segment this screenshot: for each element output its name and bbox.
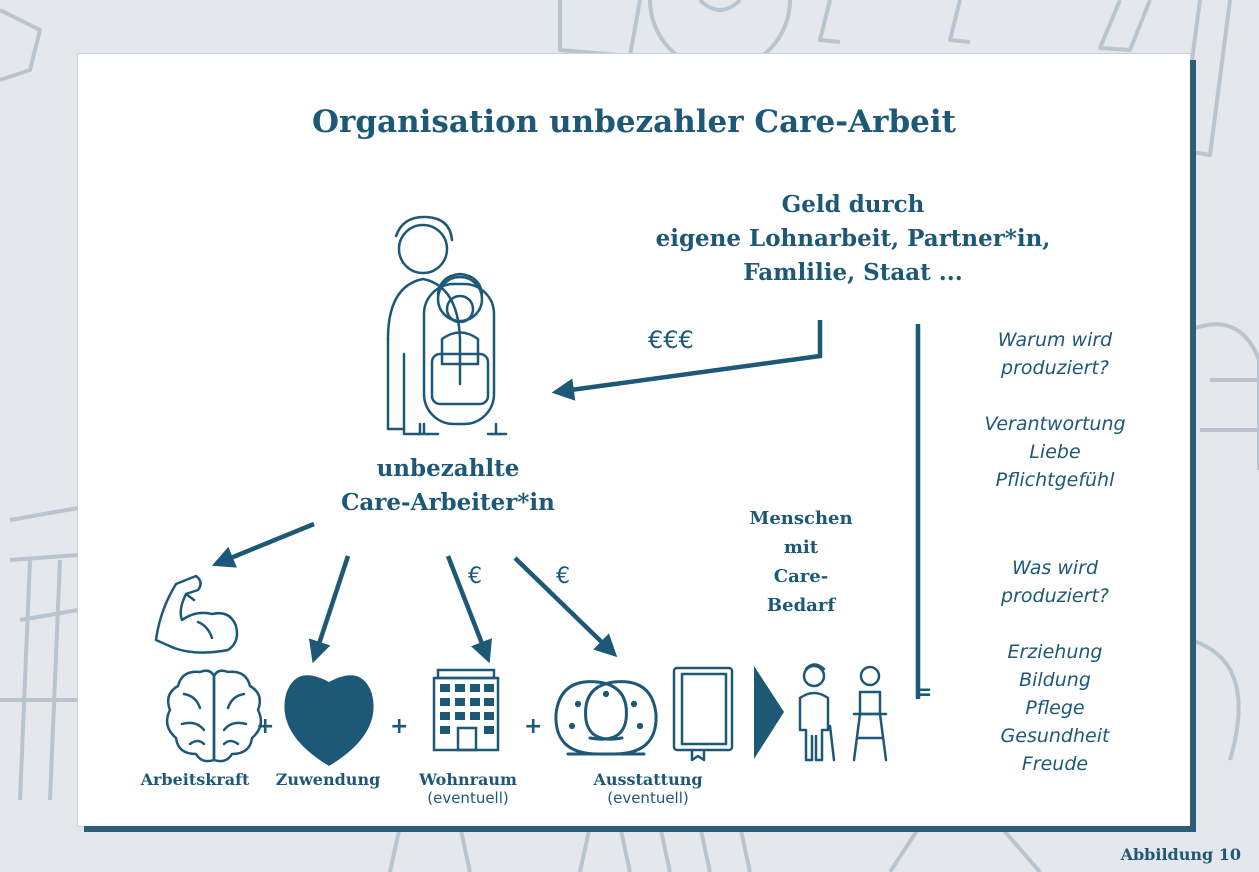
why-answer: Pflichtgefühl	[995, 469, 1115, 491]
what-question-line1: Was wird	[1011, 557, 1099, 579]
resource-label-arbeitskraft: Arbeitskraft	[130, 770, 260, 789]
what-answer: Gesundheit	[1000, 725, 1110, 747]
resource-label: Ausstattung	[593, 770, 703, 789]
pretzel-icon	[554, 680, 658, 756]
resource-label: Wohnraum	[419, 770, 517, 789]
money-label: €€€	[648, 326, 694, 354]
why-answer: Liebe	[1029, 441, 1081, 463]
arrow-zuwendung	[308, 555, 351, 664]
plus-sign: +	[256, 714, 275, 739]
care-needs-label: Menschen mit Care- Bedarf	[736, 504, 866, 620]
arrow-ausstattung	[513, 556, 618, 658]
equals-sign: =	[914, 680, 933, 705]
figure-caption: Abbildung 10	[1120, 845, 1241, 864]
brain-icon	[165, 669, 263, 763]
why-question-line2: produziert?	[1001, 357, 1109, 379]
what-question-line2: produziert?	[1001, 585, 1109, 607]
page-title: Organisation unbezahler Care-Arbeit	[312, 104, 956, 140]
elderly-person-icon	[798, 663, 836, 762]
what-answer: Pflege	[1025, 697, 1085, 719]
money-arrow	[551, 320, 823, 401]
caregiver-label: unbezahlte Care-Arbeiter*in	[303, 452, 593, 520]
why-block: Warum wird produziert? Verantwortung Lie…	[940, 326, 1170, 494]
what-answer: Freude	[1021, 753, 1089, 775]
money-source-line3: Famlilie, Staat ...	[743, 259, 963, 286]
why-answer: Verantwortung	[984, 413, 1126, 435]
arrow-arbeitskraft	[211, 521, 315, 568]
what-block: Was wird produziert? Erziehung Bildung P…	[940, 554, 1170, 778]
care-needs-line1: Menschen	[749, 508, 853, 529]
flow-triangle	[754, 666, 784, 759]
plus-sign: +	[524, 714, 543, 739]
building-icon	[432, 668, 500, 752]
caregiver-label-line1: unbezahlte	[376, 455, 520, 482]
money-label-wohnraum: €	[468, 564, 482, 589]
what-answer: Bildung	[1019, 669, 1091, 691]
plus-sign: +	[390, 714, 409, 739]
diagram-card: Organisation unbezahler Care-Arbeit	[78, 54, 1190, 826]
money-source-line1: Geld durch	[781, 191, 925, 218]
baby-highchair-icon	[852, 665, 888, 762]
diagram-graphics	[154, 215, 921, 766]
book-icon	[672, 666, 734, 762]
caregiver-with-stroller-icon	[386, 215, 508, 436]
resource-label: Arbeitskraft	[140, 770, 250, 789]
resource-label-ausstattung: Ausstattung (eventuell)	[578, 770, 718, 807]
arrow-wohnraum	[445, 555, 492, 664]
heart-icon	[284, 675, 374, 766]
resource-sublabel: (eventuell)	[607, 789, 689, 807]
resource-label-wohnraum: Wohnraum (eventuell)	[408, 770, 528, 807]
care-needs-line4: Bedarf	[766, 595, 836, 616]
why-question-line1: Warum wird	[997, 329, 1113, 351]
care-needs-line2: mit	[783, 537, 819, 558]
resource-label-zuwendung: Zuwendung	[268, 770, 388, 789]
what-answer: Erziehung	[1007, 641, 1103, 663]
money-label-ausstattung: €	[556, 564, 570, 589]
care-needs-line3: Care-	[773, 566, 829, 587]
resource-sublabel: (eventuell)	[427, 789, 509, 807]
money-source-text: Geld durch eigene Lohnarbeit, Partner*in…	[618, 188, 1088, 290]
muscle-arm-icon	[154, 574, 239, 654]
money-source-line2: eigene Lohnarbeit, Partner*in,	[655, 225, 1051, 252]
resource-label: Zuwendung	[275, 770, 381, 789]
caregiver-label-line2: Care-Arbeiter*in	[341, 489, 555, 516]
